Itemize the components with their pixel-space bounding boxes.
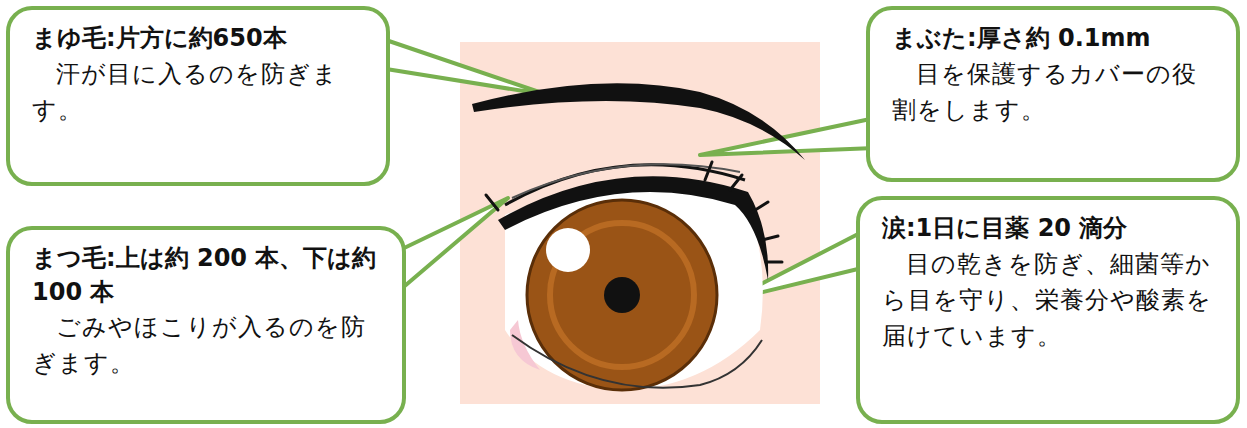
callout-body: 汗が目に入るのを防ぎます。 [32,56,368,128]
callout-box: まぶた:厚さ約 0.1mm目を保護するカバーの役割をします。 [866,6,1240,182]
callout-box: 涙:1日に目薬 20 滴分目の乾きを防ぎ、細菌等から目を守り、栄養分や酸素を届け… [856,196,1240,424]
callout-box: まつ毛:上は約 200 本、下は約 100 本ごみやほこりが入るのを防ぎます。 [6,226,406,424]
callout-box: まゆ毛:片方に約650本汗が目に入るのを防ぎます。 [6,6,390,186]
callout-heading: 涙:1日に目薬 20 滴分 [882,212,1218,246]
callout-heading: まぶた:厚さ約 0.1mm [892,22,1218,56]
callout-heading: まつ毛:上は約 200 本、下は約 100 本 [32,242,384,309]
eye-white [505,186,763,390]
skin-background [460,42,820,404]
callout-body: ごみやほこりが入るのを防ぎます。 [32,309,384,381]
lower-eyelid [512,335,762,388]
callout-body: 目を保護するカバーの役割をします。 [892,56,1218,128]
callout-heading: まゆ毛:片方に約650本 [32,22,368,56]
callout-body: 目の乾きを防ぎ、細菌等から目を守り、栄養分や酸素を届けています。 [882,246,1218,354]
eye-highlight [546,228,590,272]
upper-eyelid [498,176,768,280]
eyebrow [472,83,805,160]
pupil [604,277,640,313]
callout-tail [700,118,875,155]
eyelashes [486,162,782,262]
callout-tail [400,198,508,290]
callout-tail [380,38,548,95]
